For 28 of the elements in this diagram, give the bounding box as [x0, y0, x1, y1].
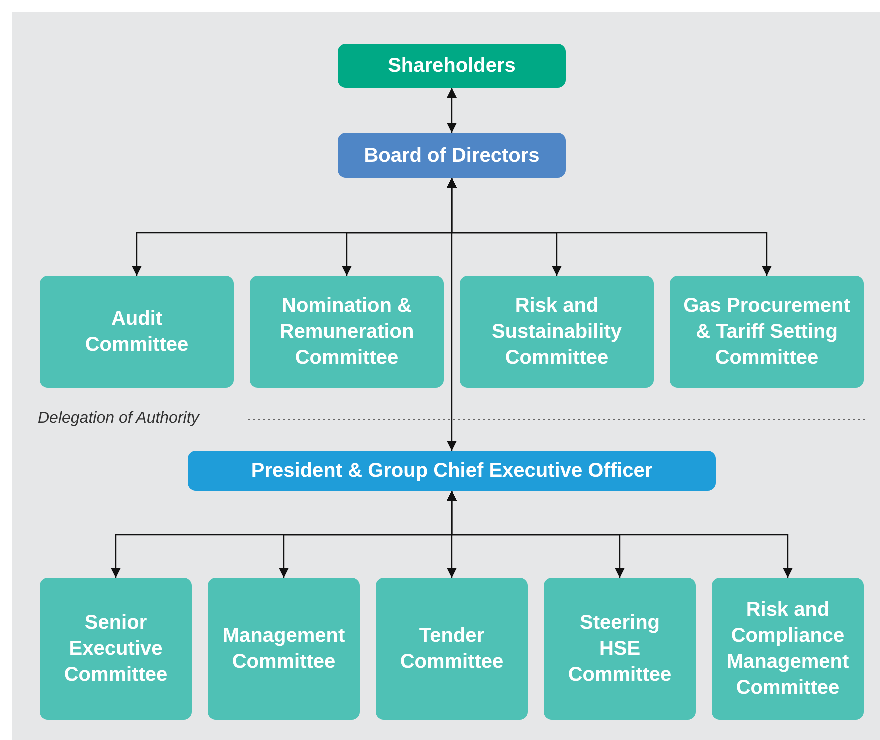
box-label: Shareholders [388, 54, 516, 79]
org-box [40, 276, 234, 388]
org-box [544, 578, 696, 720]
org-box [376, 578, 528, 720]
box-label: Risk and Sustainability Committee [490, 294, 624, 371]
box-label: Risk and Compliance Management Committee [726, 598, 850, 701]
org-box [338, 44, 566, 88]
org-box [670, 276, 864, 388]
box-label: Board of Directors [364, 144, 540, 168]
box-label: President & Group Chief Executive Officer [251, 459, 653, 484]
note-label: Delegation of Authority [38, 410, 200, 428]
connector-arrow [447, 178, 457, 451]
connector-arrow [447, 88, 457, 133]
box-label: Nomination & Remuneration Committee [278, 294, 416, 371]
connector-arrow [447, 491, 793, 578]
org-box [460, 276, 654, 388]
org-box [208, 578, 360, 720]
org-box [188, 451, 716, 491]
org-box [250, 276, 444, 388]
org-box [338, 133, 566, 178]
box-label: Management Committee [222, 624, 346, 675]
org-box [40, 578, 192, 720]
box-label: Steering HSE Committee [568, 611, 672, 688]
box-label: Audit Committee [84, 307, 190, 358]
box-label: Tender Committee [399, 624, 505, 675]
org-box [712, 578, 864, 720]
box-label: Senior Executive Committee [63, 611, 169, 688]
box-label: Gas Procurement & Tariff Setting Committee [682, 294, 852, 371]
